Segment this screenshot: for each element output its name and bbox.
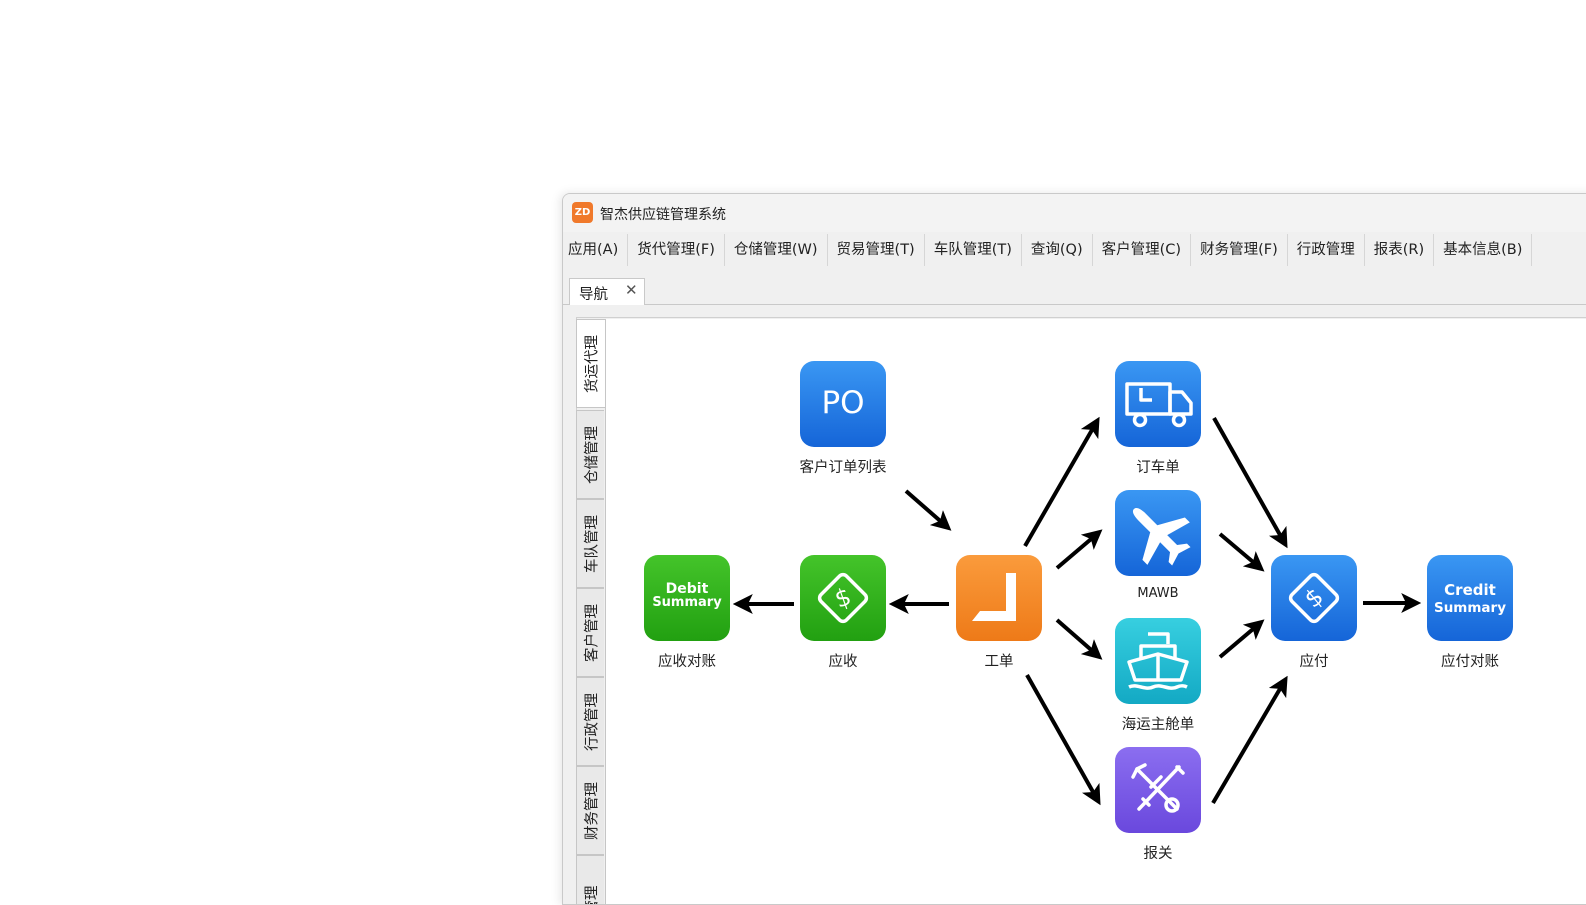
menu-customer[interactable]: 客户管理(C) [1093, 234, 1192, 266]
node-sea[interactable] [1115, 618, 1201, 704]
menu-warehouse[interactable]: 仓储管理(W) [725, 234, 828, 266]
po-icon-text: PO [821, 385, 865, 421]
node-customs[interactable] [1115, 747, 1201, 833]
menu-trade[interactable]: 贸易管理(T) [828, 234, 925, 266]
node-po-label: 客户订单列表 [799, 460, 887, 476]
side-tab-more-label: 管理 [584, 885, 600, 905]
dollar-diamond-icon: $ [800, 555, 886, 641]
side-tab-finance-label: 财务管理 [584, 781, 600, 840]
node-booking-label: 订车单 [1136, 460, 1180, 476]
close-icon[interactable]: ✕ [625, 281, 638, 299]
arrow-booking-to-payable [1212, 417, 1288, 549]
menu-basic-info[interactable]: 基本信息(B) [1434, 234, 1533, 266]
side-tab-admin[interactable]: 行政管理 [576, 677, 604, 766]
side-tab-more[interactable]: 管理 [576, 855, 604, 905]
debit-summary-icon [644, 555, 730, 641]
node-debit-summary[interactable]: Debit Summary [644, 555, 730, 641]
side-tab-fleet-label: 车队管理 [584, 514, 600, 573]
node-receivable-label: 应收 [828, 654, 858, 670]
po-icon [800, 361, 886, 447]
arrow-po-to-workorder [904, 489, 952, 531]
arrow-customs-to-payable [1211, 675, 1288, 805]
side-tab-fleet[interactable]: 车队管理 [576, 499, 604, 588]
customs-tools-icon [1115, 747, 1201, 833]
side-tab-customer-label: 客户管理 [584, 603, 600, 662]
document-tab-strip: 导航 ✕ [563, 276, 1586, 305]
app-window: ZD 智杰供应链管理系统 应用(A) 货代管理(F) 仓储管理(W) 贸易管理(… [562, 193, 1586, 905]
flow-arrows [732, 416, 1422, 806]
credit-summary-icon [1427, 555, 1513, 641]
menu-admin[interactable]: 行政管理 [1288, 234, 1365, 266]
node-receivable[interactable]: $ [800, 555, 886, 641]
node-work-order[interactable] [956, 555, 1042, 641]
node-payable[interactable]: $ [1271, 555, 1357, 641]
menu-fleet[interactable]: 车队管理(T) [925, 234, 1022, 266]
window-title: 智杰供应链管理系统 [600, 207, 726, 223]
node-work-order-label: 工单 [984, 654, 1014, 670]
side-tab-customer[interactable]: 客户管理 [576, 588, 604, 677]
node-sea-label: 海运主舱单 [1121, 717, 1195, 733]
menu-app[interactable]: 应用(A) [563, 234, 629, 266]
side-tab-freight-label: 货运代理 [584, 334, 601, 393]
truck-icon [1115, 361, 1201, 447]
menu-query[interactable]: 查询(Q) [1022, 234, 1093, 266]
debit-icon-text-2: Summary [652, 595, 722, 610]
dollar-diamond-icon: $ [1271, 555, 1357, 641]
credit-icon-text-1: Credit [1444, 581, 1496, 599]
debit-icon-text-1: Debit [665, 581, 709, 597]
tab-navigation[interactable]: 导航 ✕ [569, 278, 645, 305]
arrow-workorder-to-mawb [1055, 529, 1103, 570]
node-credit-summary-label: 应付对账 [1441, 654, 1499, 670]
node-mawb-label: MAWB [1137, 586, 1179, 601]
navigation-canvas: PO 客户订单列表 订车单 [605, 319, 1586, 904]
node-customs-label: 报关 [1143, 846, 1173, 862]
node-payable-label: 应付 [1299, 654, 1329, 670]
side-tab-warehouse[interactable]: 仓储管理 [576, 410, 604, 499]
node-mawb[interactable] [1115, 490, 1201, 576]
node-booking[interactable] [1115, 361, 1201, 447]
airplane-icon [1115, 490, 1201, 576]
arrow-workorder-to-sea [1055, 618, 1103, 660]
side-tab-warehouse-label: 仓储管理 [584, 425, 600, 484]
credit-icon-text-2: Summary [1433, 600, 1507, 616]
arrow-sea-to-payable [1218, 619, 1265, 659]
tab-navigation-label: 导航 [579, 287, 608, 303]
work-order-icon [956, 555, 1042, 641]
menu-finance[interactable]: 财务管理(F) [1191, 234, 1288, 266]
menu-freight[interactable]: 货代管理(F) [628, 234, 725, 266]
arrow-workorder-to-booking [1023, 416, 1100, 547]
node-po[interactable]: PO [800, 361, 886, 447]
menu-reports[interactable]: 报表(R) [1365, 234, 1435, 266]
node-credit-summary[interactable]: Credit Summary [1427, 555, 1513, 641]
side-tab-finance[interactable]: 财务管理 [576, 766, 604, 855]
side-tab-freight[interactable]: 货运代理 [576, 319, 605, 408]
side-tab-admin-label: 行政管理 [584, 692, 600, 751]
arrow-mawb-to-payable [1218, 532, 1265, 572]
ship-icon [1115, 618, 1201, 704]
title-bar: ZD 智杰供应链管理系统 [563, 194, 1586, 232]
arrow-workorder-to-customs [1025, 674, 1101, 806]
side-tab-bar: 货运代理 仓储管理 车队管理 客户管理 行政管理 财务管理 管理 [576, 319, 605, 905]
menu-bar: 应用(A) 货代管理(F) 仓储管理(W) 贸易管理(T) 车队管理(T) 查询… [563, 234, 1586, 266]
app-logo-icon: ZD [572, 202, 593, 223]
node-debit-summary-label: 应收对账 [658, 654, 716, 670]
